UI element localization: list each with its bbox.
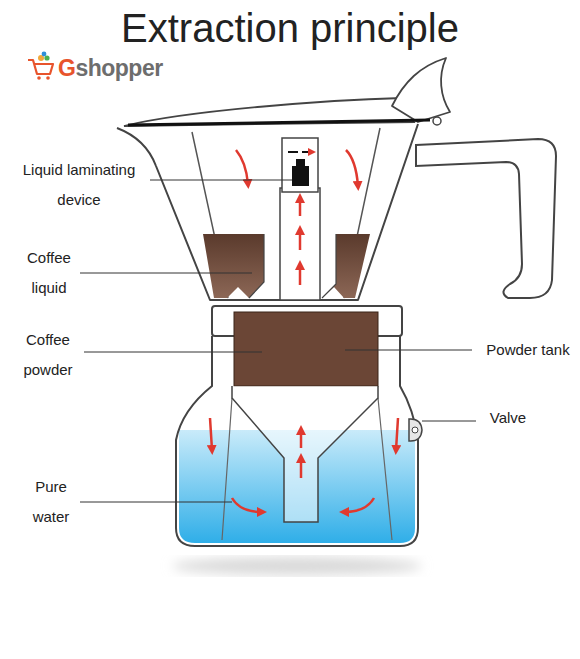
flow-arrow bbox=[299, 230, 302, 250]
cart-item bbox=[42, 52, 47, 57]
pot-handle bbox=[416, 139, 556, 298]
flow-arrow bbox=[346, 150, 358, 186]
leader-line bbox=[422, 421, 476, 422]
part-label: Pure water bbox=[22, 472, 80, 532]
lower-chamber bbox=[176, 336, 418, 546]
diagram-title: Extraction principle bbox=[0, 4, 580, 52]
coffee-liquid-left bbox=[203, 234, 264, 298]
flow-arrow bbox=[299, 265, 302, 285]
part-label: Valve bbox=[480, 403, 536, 433]
laminating-device-core bbox=[292, 166, 309, 186]
lid-hinge bbox=[433, 117, 441, 125]
leader-lines bbox=[80, 180, 476, 502]
flow-arrows bbox=[210, 150, 398, 512]
central-tube bbox=[280, 188, 320, 300]
watermark: Gshopper bbox=[58, 54, 163, 82]
leader-line bbox=[345, 350, 472, 351]
upper-chamber bbox=[117, 124, 418, 300]
flow-arrow bbox=[236, 150, 248, 184]
leader-line bbox=[80, 273, 252, 274]
flow-arrow bbox=[300, 430, 303, 448]
laminating-device-housing bbox=[282, 138, 318, 192]
chamber-divider bbox=[249, 234, 264, 298]
cart-frame bbox=[28, 60, 53, 74]
laminating-device-cap bbox=[296, 159, 305, 167]
flow-arrow bbox=[300, 458, 303, 478]
valve-screw bbox=[412, 427, 418, 433]
flow-arrow bbox=[299, 198, 302, 216]
safety-valve bbox=[409, 419, 422, 441]
cart-item bbox=[44, 55, 49, 60]
chamber-divider bbox=[322, 234, 336, 298]
coffee-liquid-right bbox=[322, 234, 370, 298]
cart-icon bbox=[28, 52, 53, 80]
lid-rim bbox=[128, 120, 430, 125]
leader-line bbox=[80, 502, 232, 503]
lid-knob bbox=[392, 58, 450, 122]
cart-wheel bbox=[37, 76, 41, 80]
flow-arrow bbox=[232, 498, 262, 512]
part-label: Coffee liquid bbox=[18, 243, 80, 303]
flow-arrow bbox=[396, 418, 398, 450]
laminating-flow bbox=[288, 151, 312, 153]
cart-wheel bbox=[46, 76, 50, 80]
powder-tank bbox=[234, 312, 378, 386]
part-label: Liquid laminating device bbox=[4, 155, 154, 215]
leader-line bbox=[150, 180, 292, 181]
part-label: Powder tank bbox=[476, 335, 580, 365]
funnel bbox=[232, 386, 378, 522]
flow-arrow bbox=[210, 418, 212, 450]
ground-shadow bbox=[172, 557, 422, 575]
leader-line bbox=[84, 352, 262, 353]
flow-arrow bbox=[344, 498, 374, 512]
part-label: Coffee powder bbox=[12, 325, 84, 385]
